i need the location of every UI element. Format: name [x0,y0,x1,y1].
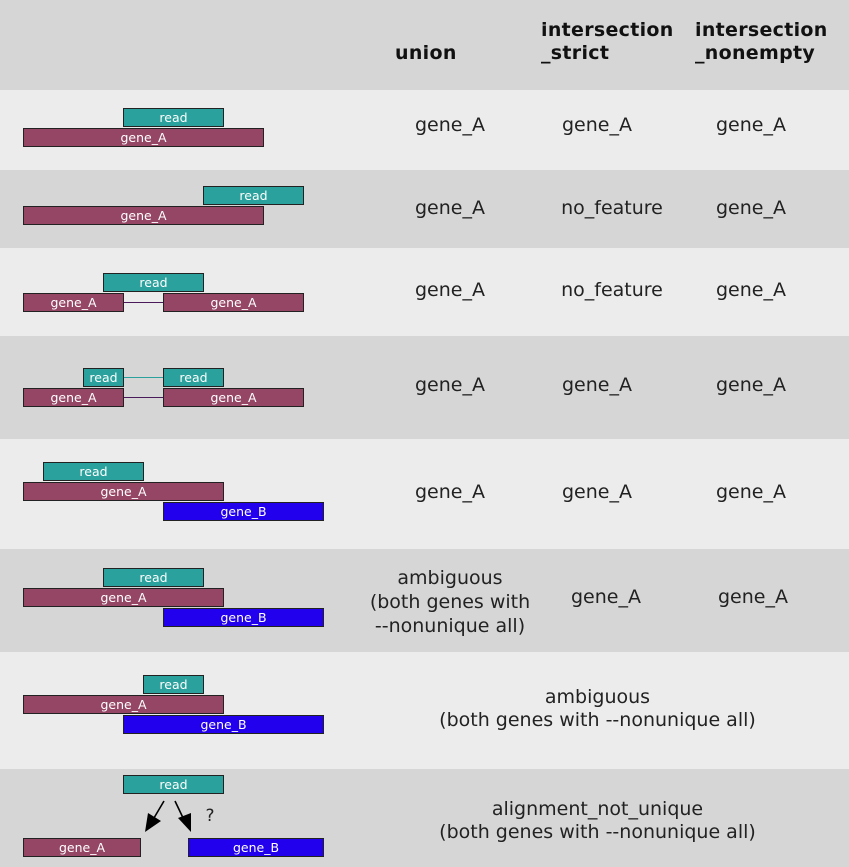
gene-a-feature: gene_A [23,206,264,225]
header-intersection-strict-line1: intersection [541,19,674,41]
row-6-union-line3: --nonunique all) [374,615,526,637]
gene-b-feature: gene_B [163,608,324,627]
header-intersection-nonempty-line2: _nonempty [695,42,816,64]
row-8: read gene_A gene_B ? alignment_not_uniqu… [0,769,849,867]
row-1-strict: gene_A [562,114,632,136]
gene-b-feature: gene_B [188,838,324,857]
row-3-strict: no_feature [561,279,663,301]
row-5-union: gene_A [415,481,485,503]
header-intersection-strict-line2: _strict [541,42,610,64]
row-7: read gene_A gene_B ambiguous (both genes… [0,652,849,769]
read-segment: read [123,775,224,794]
gene-a-exon-1: gene_A [23,388,124,407]
row-2: read gene_A gene_A no_feature gene_A [0,170,849,248]
row-4: read read gene_A gene_A gene_A gene_A ge… [0,336,849,439]
gene-a-exon-2: gene_A [163,293,304,312]
gene-a-intron-line [124,397,163,398]
row-6: read gene_A gene_B ambiguous (both genes… [0,549,849,652]
read-segment-2: read [163,368,224,387]
row-5: read gene_A gene_B gene_A gene_A gene_A [0,439,849,549]
row-7-merged-line1: ambiguous [544,686,651,708]
header-row: union intersection _strict intersection … [0,0,849,90]
gene-a-exon-1: gene_A [23,293,124,312]
row-4-strict: gene_A [562,374,632,396]
row-4-nonempty: gene_A [716,374,786,396]
gene-a-feature: gene_A [23,695,224,714]
gene-a-feature: gene_A [23,482,224,501]
row-6-strict: gene_A [571,586,641,608]
row-2-nonempty: gene_A [716,197,786,219]
gene-b-feature: gene_B [123,715,324,734]
gene-a-exon-2: gene_A [163,388,304,407]
gene-a-feature: gene_A [23,588,224,607]
read-segment: read [103,273,204,292]
row-6-nonempty: gene_A [718,586,788,608]
row-4-union: gene_A [415,374,485,396]
read-segment: read [203,186,304,205]
row-5-strict: gene_A [562,481,632,503]
header-intersection-nonempty-line1: intersection [695,19,828,41]
read-segment: read [123,108,224,127]
row-3-union: gene_A [415,279,485,301]
row-1-union: gene_A [415,114,485,136]
read-segment: read [103,568,204,587]
header-union: union [395,42,457,64]
gene-a-feature: gene_A [23,838,141,857]
question-mark: ? [205,806,215,826]
row-5-nonempty: gene_A [716,481,786,503]
row-6-union-line2: (both genes with [369,591,531,613]
row-2-union: gene_A [415,197,485,219]
row-1-nonempty: gene_A [716,114,786,136]
row-1: read gene_A gene_A gene_A gene_A [0,90,849,170]
gene-a-feature: gene_A [23,128,264,147]
gene-b-feature: gene_B [163,502,324,521]
arrow-left-icon [145,800,165,832]
read-segment: read [143,675,204,694]
row-3-nonempty: gene_A [716,279,786,301]
read-segment: read [43,462,144,481]
row-6-union-line1: ambiguous [397,567,503,589]
row-2-strict: no_feature [561,197,663,219]
arrow-right-icon [174,800,191,832]
read-gap-line [124,377,163,378]
row-8-merged-line2: (both genes with --nonunique all) [439,821,756,843]
row-8-merged-line1: alignment_not_unique [491,798,704,820]
row-7-merged-line2: (both genes with --nonunique all) [439,709,756,731]
row-3: read gene_A gene_A gene_A no_feature gen… [0,248,849,336]
read-segment-1: read [83,368,124,387]
gene-a-intron-line [124,302,163,303]
